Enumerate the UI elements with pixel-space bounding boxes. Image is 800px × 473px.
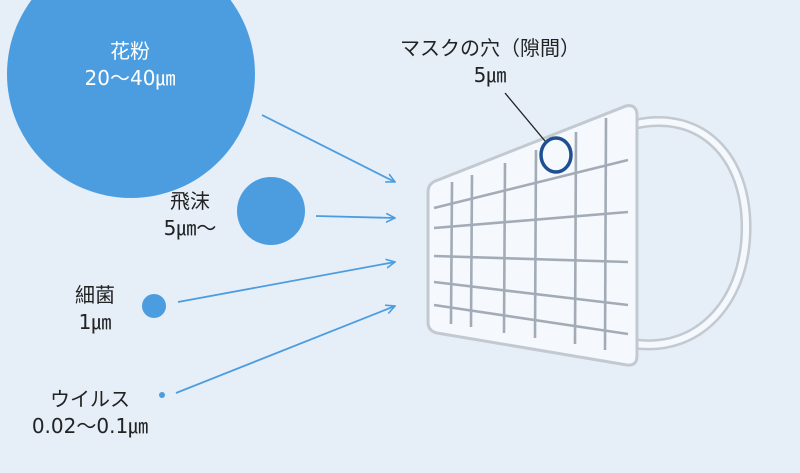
mask-gap-ring — [539, 136, 573, 174]
virus-circle — [159, 392, 165, 398]
mask-gap-name: マスクの穴（隙間） — [400, 36, 580, 60]
virus-name: ウイルス — [50, 387, 130, 411]
droplet-name: 飛沫 — [170, 189, 210, 213]
pollen-label: 花粉 20〜40㎛ — [60, 38, 200, 92]
pollen-circle — [7, 0, 255, 198]
pollen-name: 花粉 — [110, 39, 150, 63]
virus-label: ウイルス 0.02〜0.1㎛ — [10, 386, 170, 440]
droplet-size: 5㎛〜 — [163, 216, 217, 240]
droplet-label: 飛沫 5㎛〜 — [150, 188, 230, 242]
mask-gap-size: 5㎛ — [473, 63, 507, 87]
droplet-circle — [237, 177, 305, 245]
mask-ear-loop — [630, 115, 752, 351]
virus-size: 0.02〜0.1㎛ — [31, 414, 149, 438]
pollen-size: 20〜40㎛ — [84, 66, 176, 90]
virus-arrow — [175, 306, 395, 394]
bacteria-label: 細菌 1㎛ — [60, 282, 130, 336]
bacteria-name: 細菌 — [75, 283, 115, 307]
mask-gap-label: マスクの穴（隙間） 5㎛ — [385, 35, 595, 89]
mask-grid — [433, 117, 629, 351]
droplet-arrow — [315, 216, 395, 218]
mask-gap-leader-line — [504, 92, 546, 142]
mask-ear-loop-inner — [633, 118, 750, 348]
bacteria-size: 1㎛ — [78, 310, 112, 334]
bacteria-circle — [142, 294, 166, 318]
pollen-arrow — [261, 114, 395, 182]
bacteria-arrow — [177, 262, 395, 303]
